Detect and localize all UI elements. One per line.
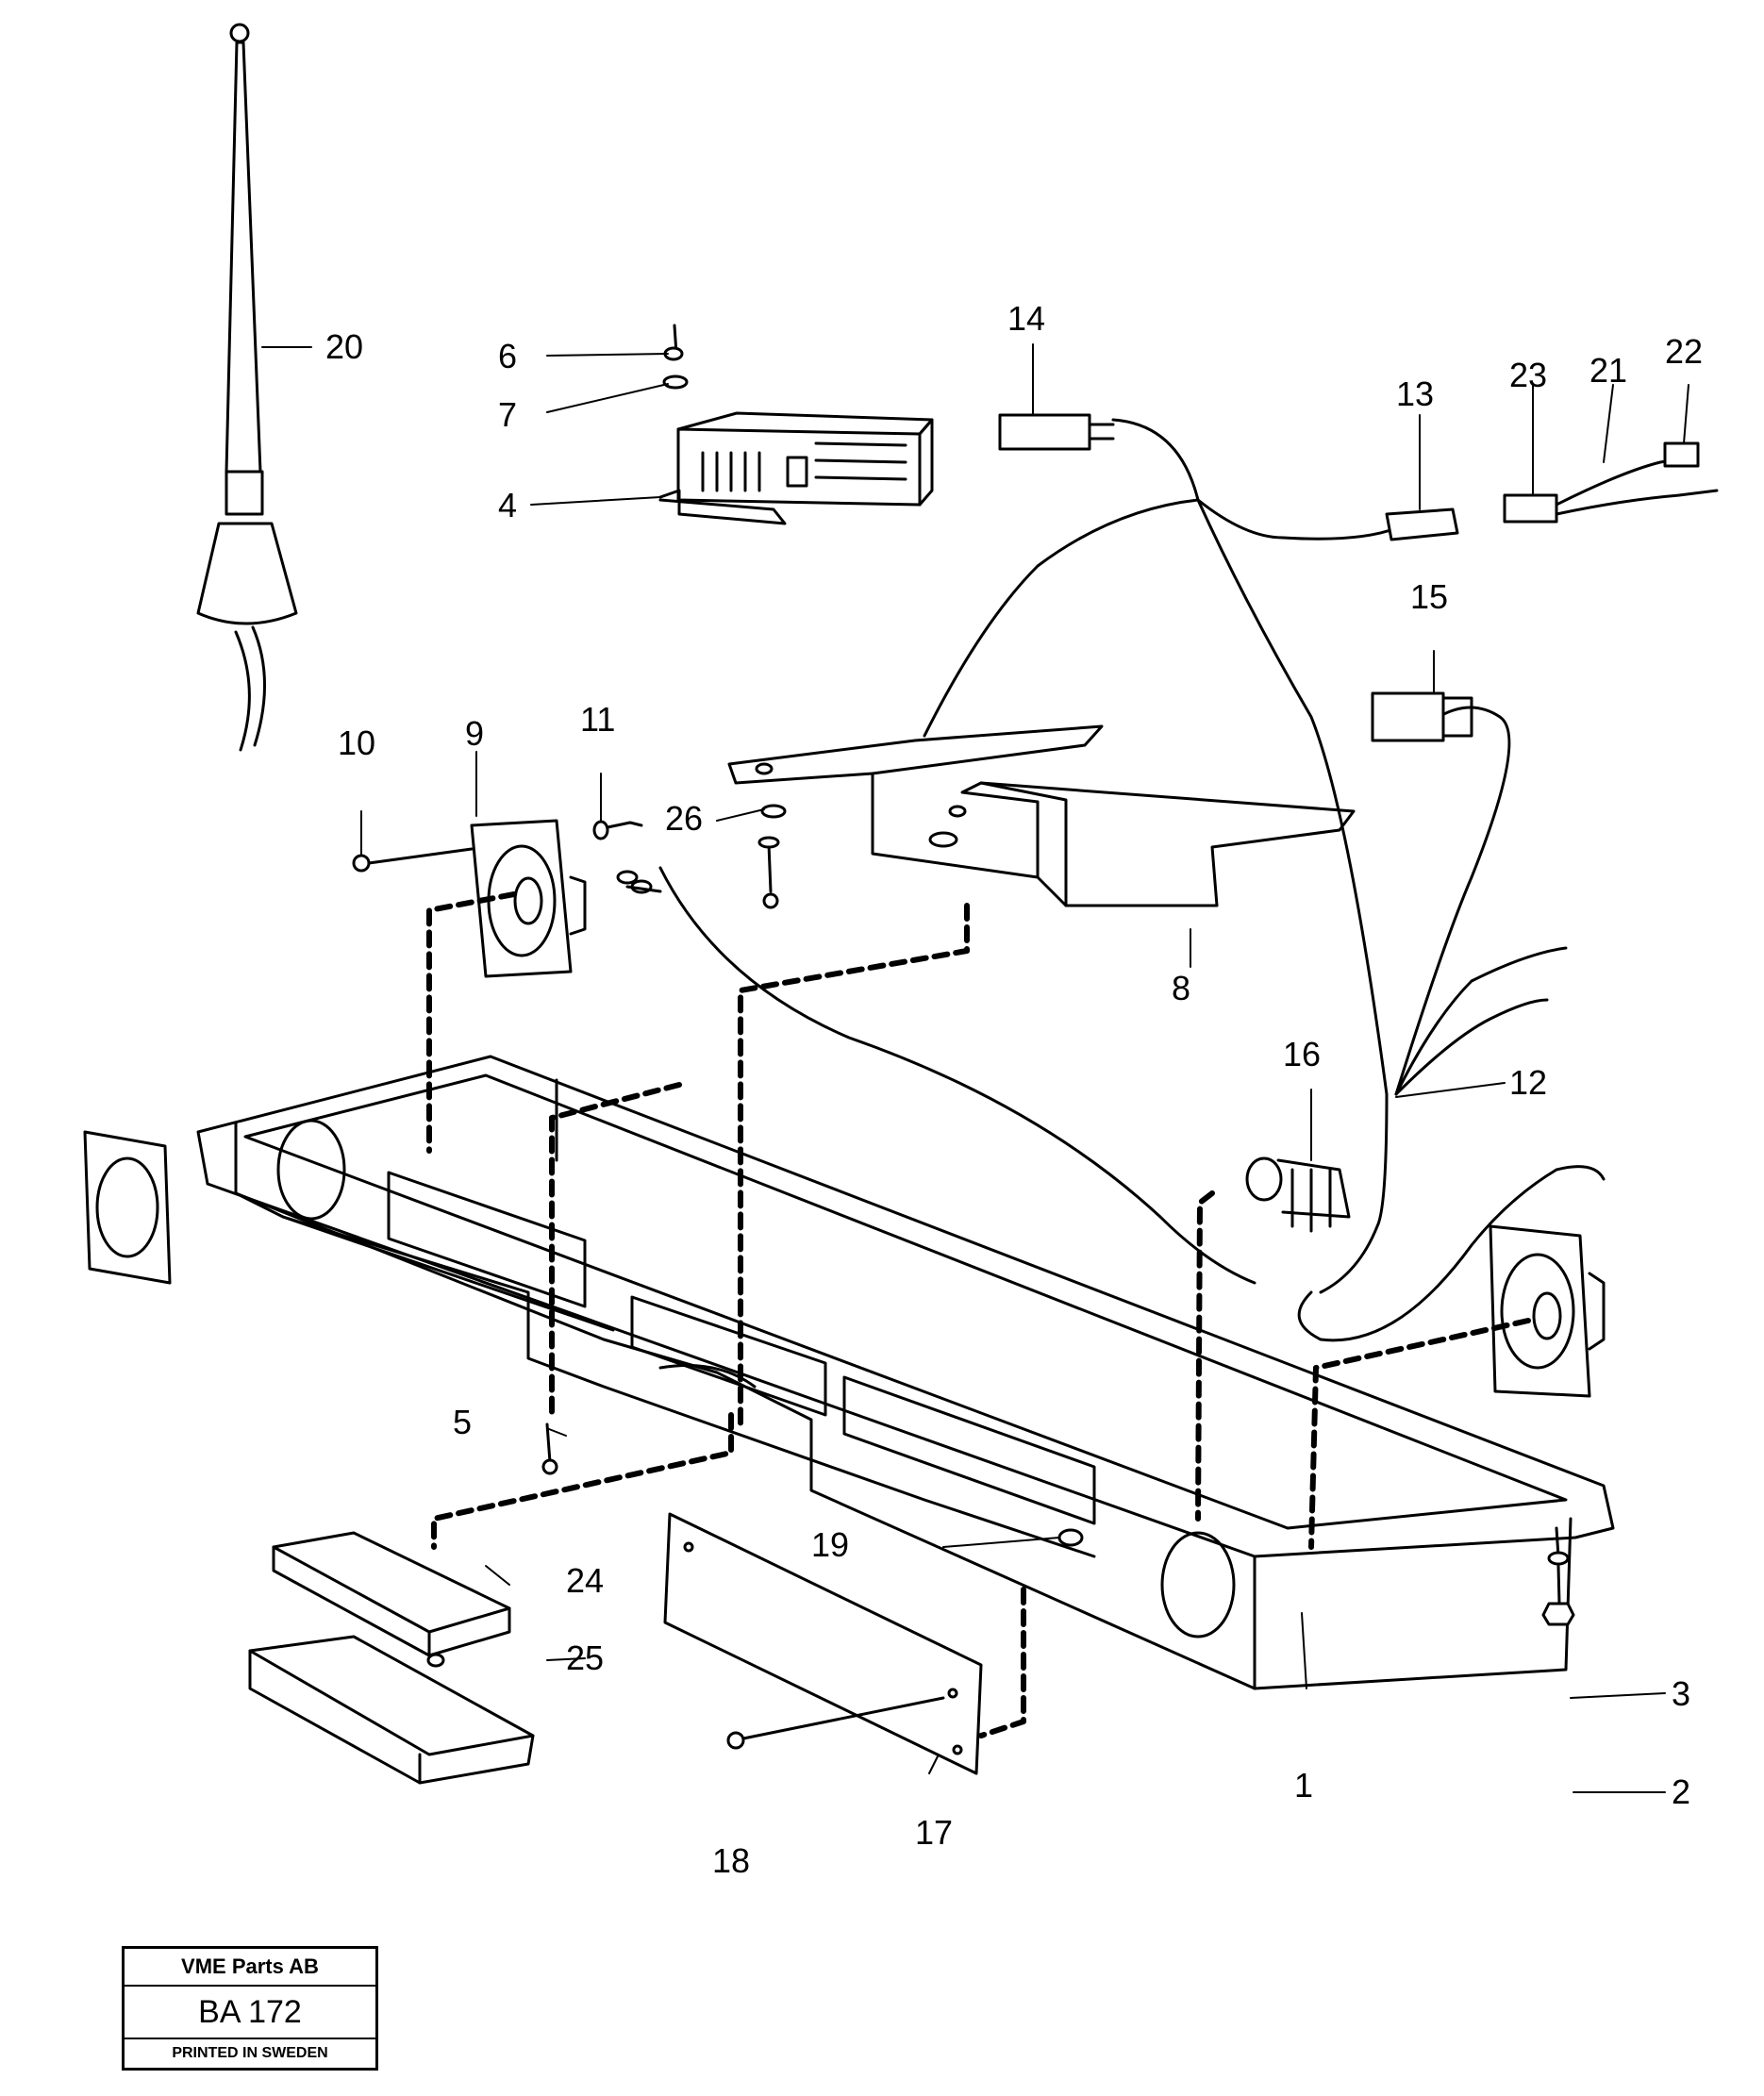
callout-7: 7 [498, 395, 517, 434]
title-stamp: VME Parts AB BA 172 PRINTED IN SWEDEN [122, 1946, 378, 2071]
callout-8: 8 [1172, 969, 1190, 1007]
speaker-grille [83, 1130, 172, 1285]
callout-19: 19 [811, 1525, 849, 1564]
stamp-company: VME Parts AB [125, 1949, 375, 1987]
callout-14: 14 [1007, 299, 1045, 338]
callout-3: 3 [1672, 1674, 1690, 1713]
callout-2: 2 [1672, 1772, 1690, 1811]
callout-12: 12 [1509, 1063, 1547, 1102]
callout-26: 26 [665, 799, 703, 838]
callout-10: 10 [338, 724, 375, 762]
callout-25: 25 [566, 1639, 604, 1677]
callout-18: 18 [712, 1841, 750, 1880]
connector-14 [998, 413, 1115, 451]
callout-5: 5 [453, 1403, 472, 1441]
callout-16: 16 [1283, 1035, 1321, 1073]
callout-22: 22 [1665, 332, 1703, 371]
storage-lid [272, 1531, 511, 1657]
callout-21: 21 [1589, 351, 1627, 390]
callout-23: 23 [1509, 356, 1547, 394]
radio-unit [658, 411, 934, 525]
connectors-21-22-23 [1503, 441, 1719, 524]
connector-13 [1385, 507, 1459, 541]
storage-tray [248, 1635, 535, 1785]
connector-15 [1371, 691, 1473, 742]
speaker-right [1489, 1224, 1606, 1398]
callout-11: 11 [580, 700, 615, 739]
cover-plate [663, 1512, 983, 1775]
callout-4: 4 [498, 486, 517, 524]
stamp-drawing-number: BA 172 [125, 1987, 375, 2039]
stamp-printed: PRINTED IN SWEDEN [172, 2045, 328, 2061]
callout-6: 6 [498, 337, 517, 375]
antenna [196, 23, 298, 752]
callout-13: 13 [1396, 374, 1434, 413]
mounting-bracket [727, 724, 1356, 907]
callout-9: 9 [465, 714, 484, 753]
switch [1245, 1156, 1351, 1233]
leader-lines [261, 343, 1689, 1793]
speaker-left [470, 819, 587, 978]
nut-and-washer-6-7 [662, 324, 689, 390]
wiring-harness [616, 418, 1606, 1342]
assembly-lines [426, 891, 1531, 1738]
callout-17: 17 [915, 1813, 953, 1852]
callout-1: 1 [1294, 1766, 1313, 1805]
callout-24: 24 [566, 1561, 604, 1600]
callout-15: 15 [1410, 577, 1448, 616]
callout-20: 20 [325, 327, 363, 366]
callout-labels: 20 6 7 4 14 13 23 21 22 15 10 9 11 26 8 … [325, 299, 1703, 1880]
